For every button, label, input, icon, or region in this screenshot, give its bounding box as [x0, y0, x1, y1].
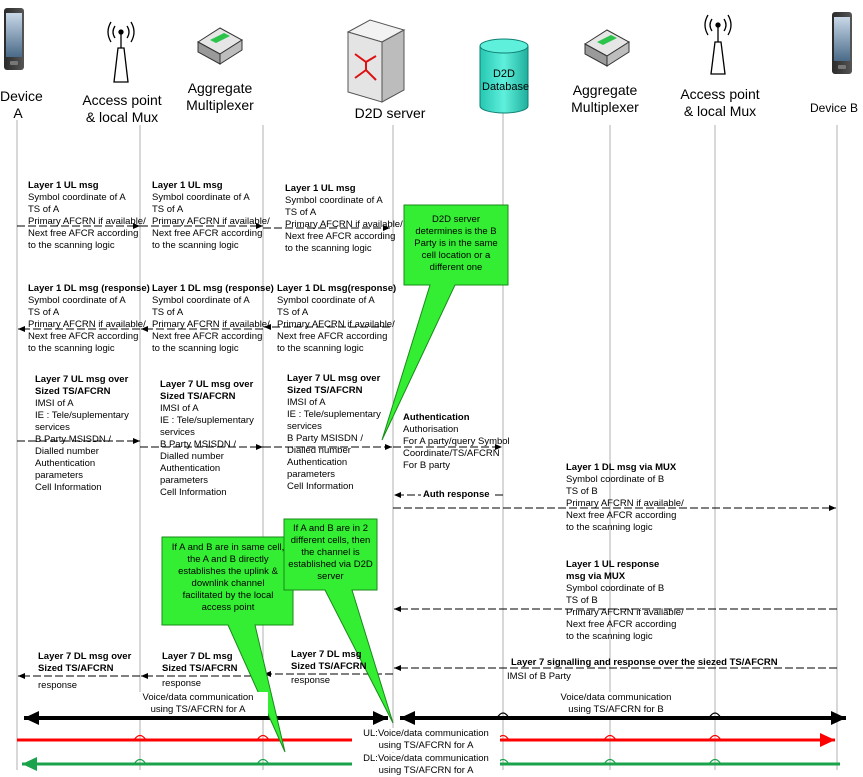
- l1-ul-resp-body: Symbol coordinate of B TS of B Primary A…: [566, 583, 684, 642]
- auth-body: Authorisation For A party/query Symbol C…: [403, 424, 510, 471]
- callout-same-cell-text: If A and B are in same cell, the A and B…: [171, 542, 285, 613]
- auth-response-label: Auth response: [421, 489, 492, 501]
- ul-voice-label: UL:Voice/data communication using TS/AFC…: [352, 728, 500, 752]
- l1-dl-title-2: Layer 1 DL msg (response): [152, 283, 274, 294]
- l1-dl-body-2: Symbol coordinate of A TS of A Primary A…: [152, 295, 270, 354]
- entity-d2d-server-label: D2D server: [354, 105, 426, 121]
- voice-a-label: Voice/data communication using TS/AFCRN …: [128, 692, 268, 716]
- entity-mux-a-label: Aggregate Multiplexer: [186, 80, 254, 113]
- l1-dl-body-1: Symbol coordinate of A TS of A Primary A…: [28, 295, 146, 354]
- entity-device-a-label: Device A: [0, 88, 43, 121]
- l7-dl-title-2: Layer 7 DL msg Sized TS/AFCRN: [162, 651, 238, 674]
- antenna-icon: [107, 21, 135, 83]
- l1-dl-title-3: Layer 1 DL msg(response): [277, 283, 397, 294]
- entity-ap-b-label: Access point & local Mux: [680, 86, 760, 119]
- antenna-icon: [704, 14, 732, 75]
- l7-dl-title-1: Layer 7 DL msg over Sized TS/AFCRN: [38, 651, 132, 674]
- voice-channel-arrows: [24, 711, 846, 725]
- l7-dl-title-3: Layer 7 DL msg Sized TS/AFCRN: [291, 649, 367, 672]
- dl-voice-label: DL:Voice/data communication using TS/AFC…: [352, 753, 500, 777]
- l7-ul-title-1: Layer 7 UL msg over Sized TS/AFCRN: [35, 374, 129, 397]
- l7-ul-body-3: IMSI of A IE : Tele/suplementary service…: [287, 397, 381, 492]
- callout-diff-cell: [283, 518, 394, 724]
- callout-d2d-server-text: D2D server determines is the B Party is …: [414, 214, 498, 273]
- phone-icon: [832, 12, 852, 74]
- l1-dl-mux-body: Symbol coordinate of B TS of B Primary A…: [566, 474, 684, 533]
- multiplexer-icon: [197, 27, 243, 65]
- l1-ul-resp-title: Layer 1 UL response msg via MUX: [566, 559, 660, 582]
- callout-diff-cell-text: If A and B are in 2 different cells, the…: [288, 523, 373, 582]
- l1-ul-body-3: Symbol coordinate of A TS of A Primary A…: [285, 195, 403, 254]
- l7-ul-title-3: Layer 7 UL msg over Sized TS/AFCRN: [287, 373, 381, 396]
- phone-icon: [4, 8, 24, 70]
- callout-d2d-server: [381, 204, 509, 441]
- entity-device-b-label: Device B: [809, 101, 859, 115]
- l7-ul-body-1: IMSI of A IE : Tele/suplementary service…: [35, 398, 129, 493]
- message-arrows: [17, 223, 837, 679]
- imsi-b-label: IMSI of B Party: [507, 671, 571, 682]
- l1-ul-title-3: Layer 1 UL msg: [285, 183, 356, 194]
- l7-signalling-label: Layer 7 signalling and response over the…: [511, 657, 778, 668]
- l7-dl-body-1: response: [38, 680, 78, 691]
- l1-dl-title-1: Layer 1 DL msg (response): [28, 283, 150, 294]
- entity-mux-b-label: Aggregate Multiplexer: [571, 82, 639, 115]
- l7-dl-body-3: response: [291, 675, 331, 686]
- l1-dl-mux-title: Layer 1 DL msg via MUX: [566, 462, 677, 473]
- multiplexer-icon: [584, 29, 630, 67]
- l1-ul-title-2: Layer 1 UL msg: [152, 180, 223, 191]
- database-icon: [479, 38, 529, 114]
- auth-title: Authentication: [403, 412, 470, 423]
- l7-dl-body-2: response: [162, 678, 202, 689]
- l1-ul-body-1: Symbol coordinate of A TS of A Primary A…: [28, 192, 146, 251]
- entity-d2d-db-label: D2D Database: [482, 68, 530, 93]
- l1-ul-title-1: Layer 1 UL msg: [28, 180, 99, 191]
- server-icon: [346, 19, 406, 103]
- l1-dl-body-3: Symbol coordinate of A TS of A Primary A…: [277, 295, 395, 354]
- entity-ap-a-label: Access point & local Mux: [82, 92, 162, 125]
- l1-ul-body-2: Symbol coordinate of A TS of A Primary A…: [152, 192, 270, 251]
- voice-b-label: Voice/data communication using TS/AFCRN …: [546, 692, 686, 716]
- l7-ul-body-2: IMSI of A IE : Tele/suplementary service…: [160, 403, 254, 498]
- l7-ul-title-2: Layer 7 UL msg over Sized TS/AFCRN: [160, 379, 254, 402]
